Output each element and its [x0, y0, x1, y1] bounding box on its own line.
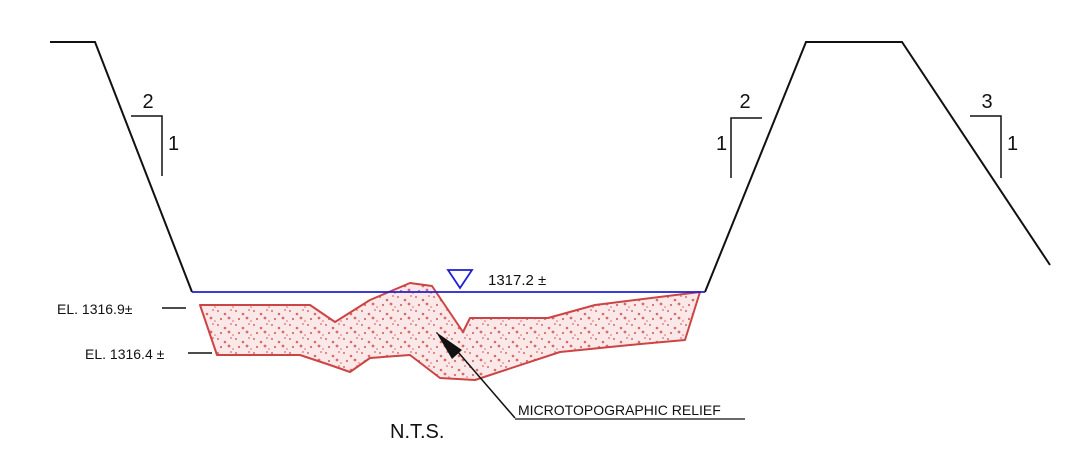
- water-surface-triangle-icon: [446, 269, 474, 290]
- slope-mid-run: 2: [739, 91, 750, 113]
- slope-left-rise: 1: [168, 133, 179, 155]
- scale-note: N.T.S.: [390, 421, 444, 443]
- slope-right-run: 3: [981, 91, 992, 113]
- elevation-upper-label: EL. 1316.9±: [57, 301, 133, 317]
- left-bank-line: [50, 41, 193, 293]
- slope-indicator-mid: 2 1: [716, 91, 762, 178]
- slope-indicator-left: 2 1: [131, 91, 179, 176]
- slope-left-run: 2: [142, 91, 153, 113]
- microtopographic-relief-fill: [199, 282, 701, 381]
- callout-label: MICROTOPOGRAPHIC RELIEF: [518, 402, 721, 418]
- slope-indicator-right: 3 1: [970, 91, 1018, 178]
- callout-arrowhead-icon: [436, 332, 462, 359]
- slope-right-rise: 1: [1007, 133, 1018, 155]
- water-surface-elevation-label: 1317.2 ±: [488, 272, 546, 289]
- right-bank-line: [704, 41, 1051, 293]
- slope-mid-rise: 1: [716, 133, 727, 155]
- callout-leader: [457, 351, 516, 419]
- elevation-lower-label: EL. 1316.4 ±: [85, 346, 165, 362]
